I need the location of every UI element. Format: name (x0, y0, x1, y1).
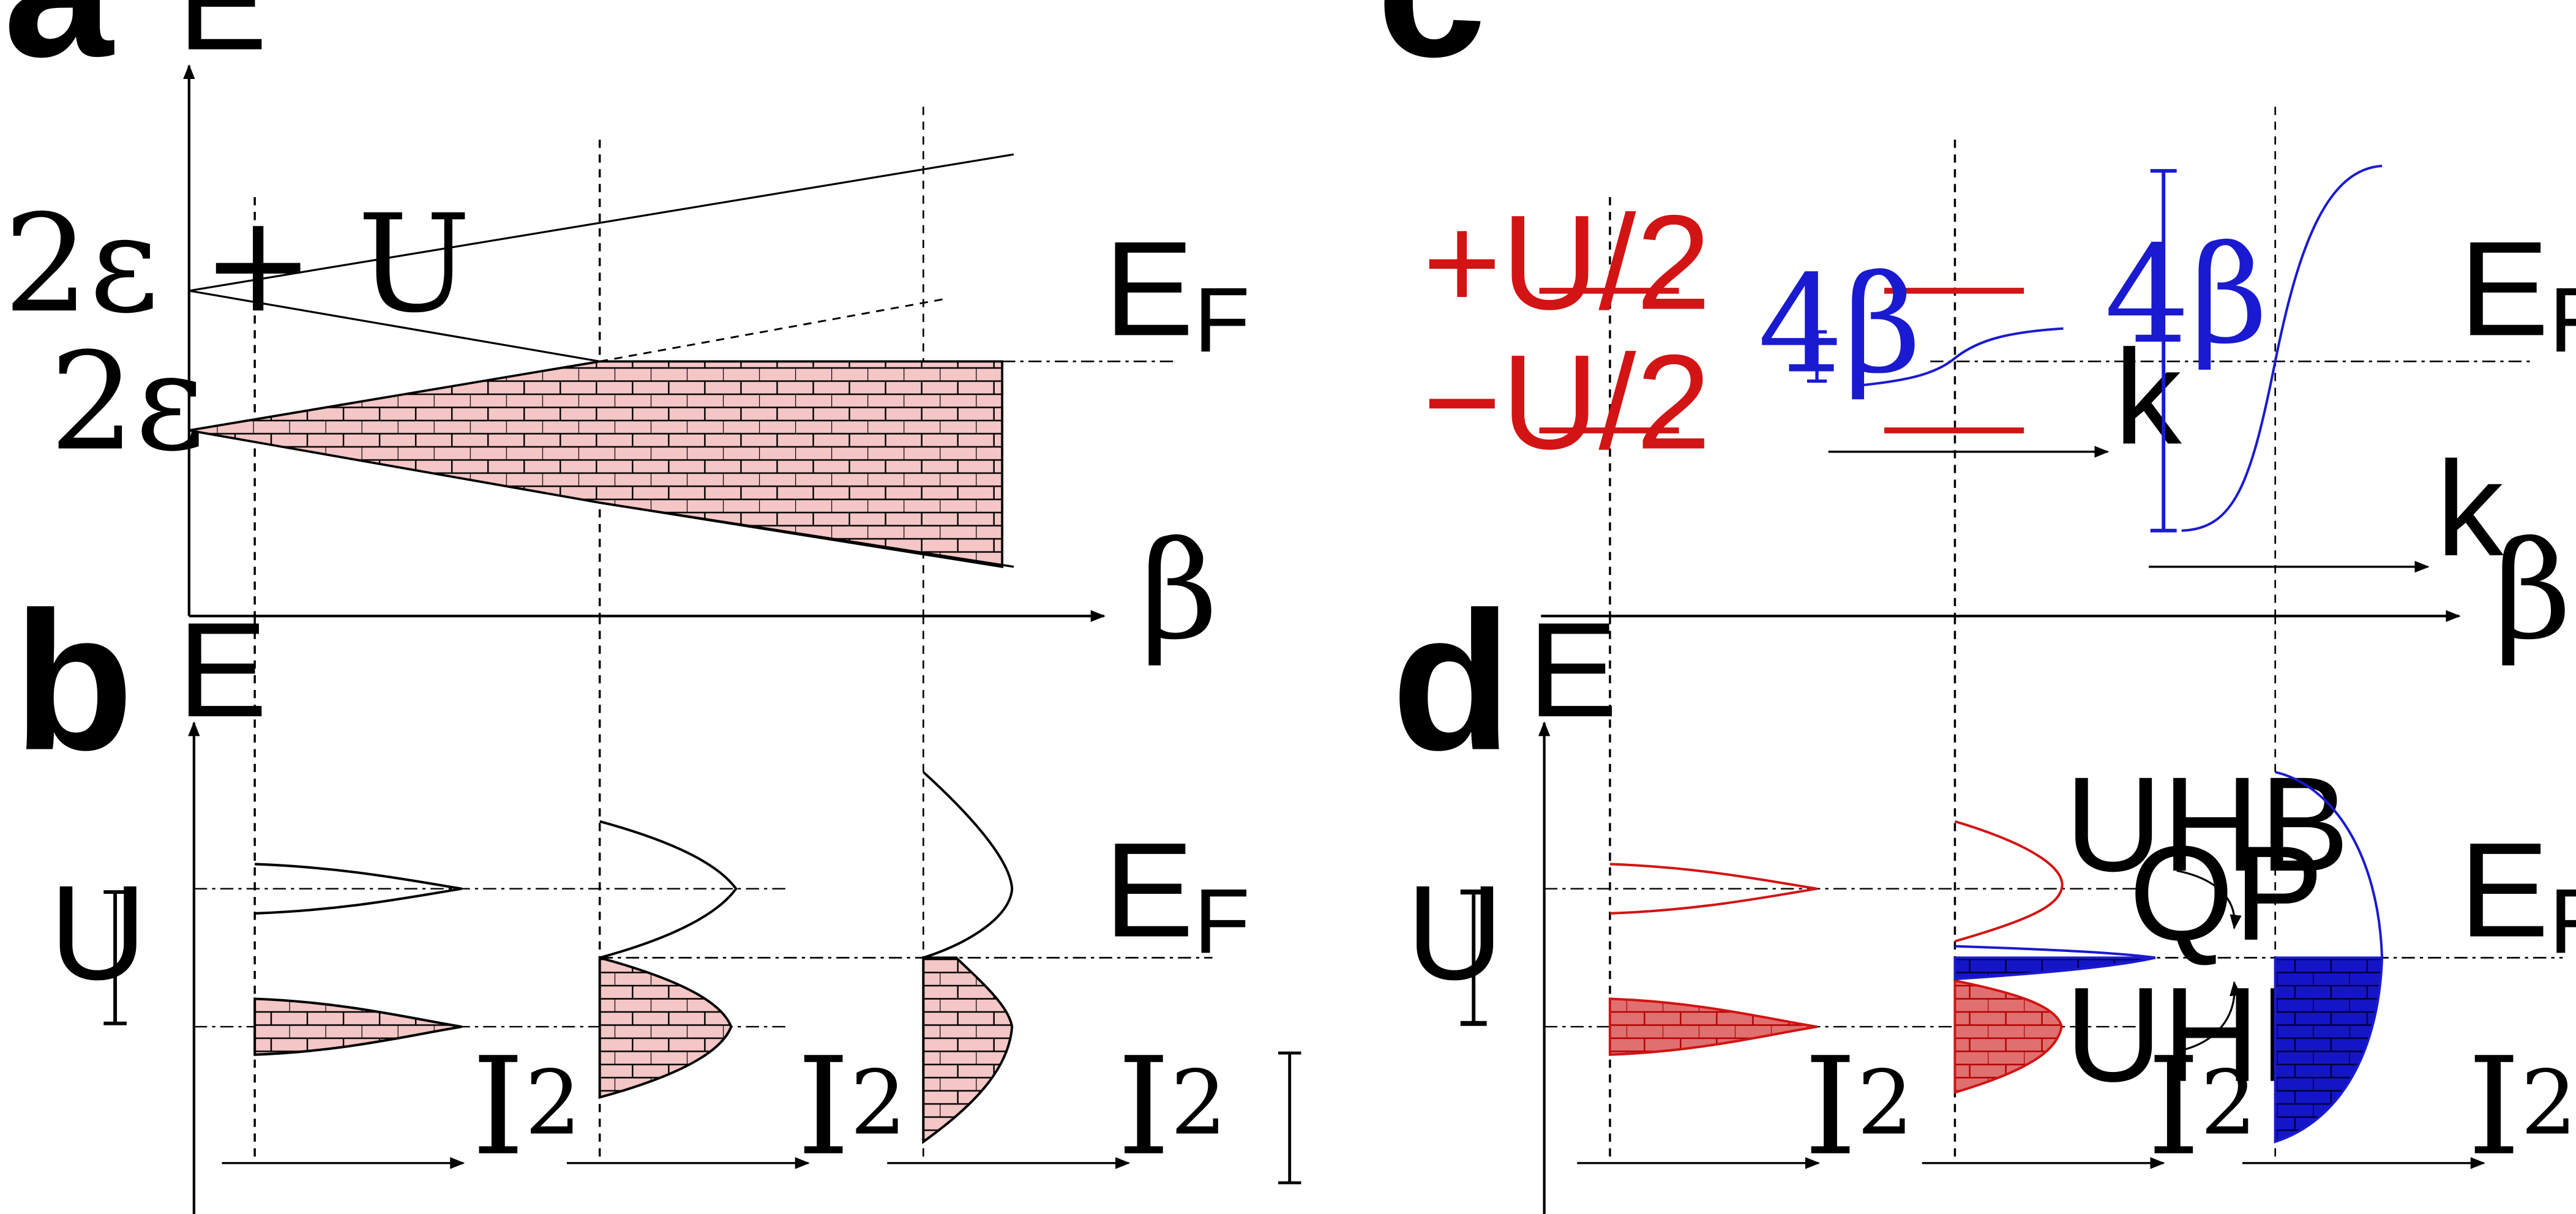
metallic-band-filled (2274, 956, 2384, 1144)
intensity-label: I2 (797, 1029, 907, 1185)
small-band-dispersion (1852, 327, 2064, 388)
intensity-label: I2 (471, 1029, 581, 1185)
quasiparticle-peak-upper (1955, 945, 2156, 959)
small-bandwidth-label: 4β (1758, 246, 1921, 403)
intensity-label: I2 (1804, 1029, 1914, 1185)
level-plus-label: +U/2 (1423, 187, 1711, 337)
panel-d-y-label: E (1528, 594, 1618, 745)
panel-a-y-label: E (178, 0, 268, 78)
large-band-dispersion (2181, 165, 2383, 532)
level-lower-label: 2ε (50, 324, 205, 481)
filled-band-wedge (189, 360, 1003, 568)
upper-hubbard-peak (1609, 863, 1818, 915)
panel-a-x-label: β (1140, 512, 1218, 669)
intensity-label: I2 (2147, 1029, 2256, 1185)
lower-band-peak-filled (598, 956, 733, 1100)
lower-hubbard-peak-filled (1608, 997, 1818, 1056)
gap-label: U (50, 857, 147, 1008)
metallic-band-upper (2275, 771, 2384, 958)
lower-hubbard-peak-filled (1953, 979, 2063, 1095)
fermi-label-c: EF (2459, 213, 2576, 371)
lower-level-line (189, 290, 600, 362)
k-label: k (2114, 322, 2182, 473)
continuation-dashed-line (599, 298, 945, 362)
panel-c-letter: c (1377, 0, 1486, 98)
level-upper-label: 2ε + U (4, 185, 471, 342)
quasiparticle-label: QP (2129, 818, 2324, 969)
panel-a-letter: a (4, 0, 114, 98)
panel-a: a E β 2ε + U 2ε EF (4, 0, 1250, 669)
upper-band-peak (255, 863, 462, 915)
upper-band-peak (599, 820, 738, 959)
large-bandwidth-label: 4β (2105, 217, 2268, 373)
upper-band-label: UHB (2065, 749, 2349, 899)
panel-b-letter: b (13, 572, 134, 792)
intensity-label: I2 (2468, 1029, 2576, 1185)
fermi-label-b: EF (1104, 815, 1250, 973)
panel-b: b E U I2 I2 I2 EF (13, 572, 1301, 1214)
lower-band-peak-filled (922, 956, 1014, 1144)
panel-d: d E U UHB QP UHB (1391, 572, 2576, 1214)
upper-level-line (189, 153, 1014, 292)
panel-b-y-label: E (178, 594, 268, 745)
k-label: k (2436, 433, 2504, 584)
transfer-arrow-down (2176, 869, 2242, 930)
panel-c: c β +U/2 −U/2 4β k 4β k EF (1377, 0, 2576, 669)
lower-band-peak-filled (253, 997, 462, 1056)
lower-edge-line (599, 501, 1014, 568)
fermi-label-a: EF (1104, 213, 1250, 371)
level-minus-label: −U/2 (1423, 327, 1711, 478)
gap-label: U (1406, 857, 1503, 1008)
fermi-label-d: EF (2459, 815, 2576, 973)
upper-band-peak (922, 771, 1014, 959)
transfer-arrow-up (2176, 981, 2242, 1052)
upper-hubbard-peak (1954, 820, 2064, 943)
quasiparticle-peak-filled (1953, 956, 2156, 981)
intensity-label: I2 (1117, 1029, 1227, 1185)
panel-d-letter: d (1391, 572, 1512, 792)
panel-c-x-label: β (2494, 512, 2572, 669)
